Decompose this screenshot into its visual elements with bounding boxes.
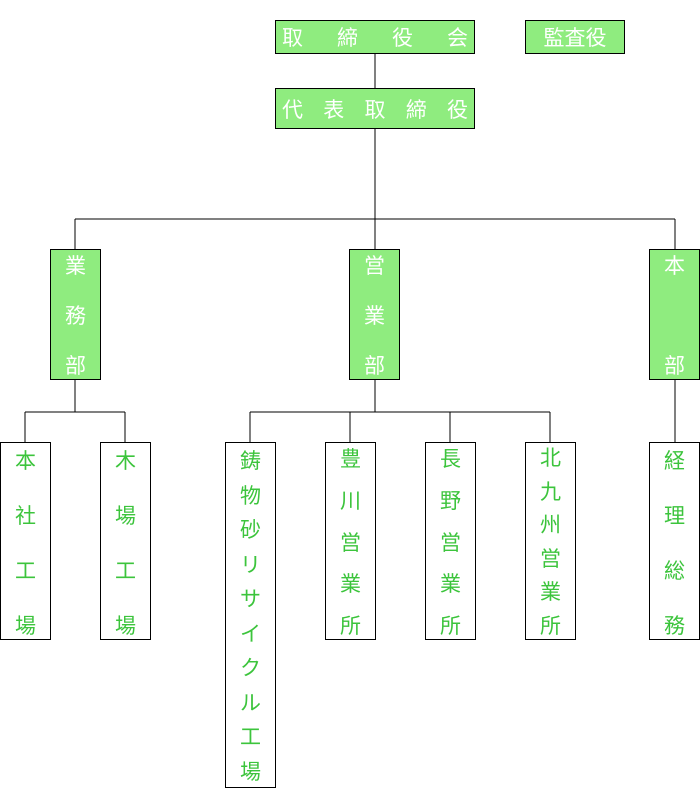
representative-director-box: 代 表 取 締 役	[275, 88, 475, 129]
auditor-box: 監査役	[525, 20, 625, 54]
unit-nagano-office-box: 長 野 営 業 所	[425, 442, 476, 640]
unit-char: 場	[115, 614, 136, 638]
board-char: 取	[282, 26, 303, 50]
board-char: 役	[392, 26, 413, 50]
unit-accounting-general-affairs-box: 経 理 総 務	[649, 442, 700, 640]
unit-char: 豊	[340, 447, 361, 471]
unit-char: 業	[540, 580, 561, 605]
unit-char: 本	[15, 449, 36, 473]
unit-char: 営	[440, 530, 461, 555]
dept-eigyo-box: 営 業 部	[349, 249, 400, 380]
unit-char: 工	[15, 559, 36, 583]
board-char: 会	[447, 26, 468, 50]
dept-char: 部	[65, 354, 86, 378]
unit-char: 長	[440, 447, 461, 471]
dept-gyomu-box: 業 務 部	[50, 249, 101, 380]
unit-char: 物	[240, 483, 261, 508]
dept-char: 部	[664, 354, 685, 378]
dept-honbu-box: 本 部	[649, 249, 700, 380]
ceo-char: 役	[447, 97, 468, 122]
unit-char: 川	[340, 488, 361, 513]
unit-char: 工	[240, 725, 261, 750]
unit-char: 場	[240, 759, 261, 784]
unit-honsha-factory-box: 本 社 工 場	[0, 442, 51, 640]
unit-char: サ	[240, 587, 261, 612]
unit-char: 場	[115, 504, 136, 528]
unit-char: 木	[115, 449, 136, 473]
ceo-char: 代	[282, 97, 303, 122]
dept-char: 業	[65, 254, 86, 278]
unit-char: 所	[340, 614, 361, 638]
unit-kitakyushu-office-box: 北 九 州 営 業 所	[525, 442, 576, 640]
ceo-char: 表	[323, 97, 345, 122]
ceo-char: 取	[364, 97, 386, 122]
unit-char: 所	[540, 613, 561, 638]
unit-char: リ	[240, 552, 261, 577]
unit-char: ク	[240, 656, 261, 681]
unit-char: 業	[440, 572, 461, 597]
unit-char: 業	[340, 572, 361, 597]
unit-char: 営	[540, 546, 561, 571]
unit-toyokawa-office-box: 豊 川 営 業 所	[325, 442, 376, 640]
unit-char: 北	[540, 446, 561, 470]
unit-char: 工	[115, 559, 136, 583]
dept-char: 部	[364, 354, 385, 378]
unit-char: 鋳	[240, 449, 261, 473]
unit-char: ル	[240, 690, 261, 715]
unit-kiba-factory-box: 木 場 工 場	[100, 442, 151, 640]
board-char: 締	[337, 26, 358, 50]
unit-char: 理	[664, 504, 685, 528]
dept-char: 業	[364, 304, 385, 328]
unit-sand-recycle-factory-box: 鋳 物 砂 リ サ イ ク ル 工 場	[225, 442, 276, 788]
unit-char: 所	[440, 614, 461, 638]
unit-char: 営	[340, 530, 361, 555]
unit-char: 務	[664, 614, 685, 638]
dept-char: 本	[664, 254, 685, 278]
dept-char: 務	[65, 304, 86, 328]
unit-char: 社	[15, 504, 36, 528]
unit-char: 砂	[240, 518, 261, 543]
board-of-directors-box: 取 締 役 会	[275, 20, 475, 54]
auditor-label: 監査役	[543, 26, 607, 50]
dept-char: 営	[364, 254, 385, 278]
unit-char: 経	[664, 449, 685, 473]
unit-char: 九	[540, 479, 561, 504]
unit-char: イ	[240, 621, 261, 646]
unit-char: 州	[540, 513, 561, 538]
unit-char: 総	[664, 559, 685, 583]
unit-char: 場	[15, 614, 36, 638]
ceo-char: 締	[405, 97, 427, 122]
unit-char: 野	[440, 488, 461, 513]
